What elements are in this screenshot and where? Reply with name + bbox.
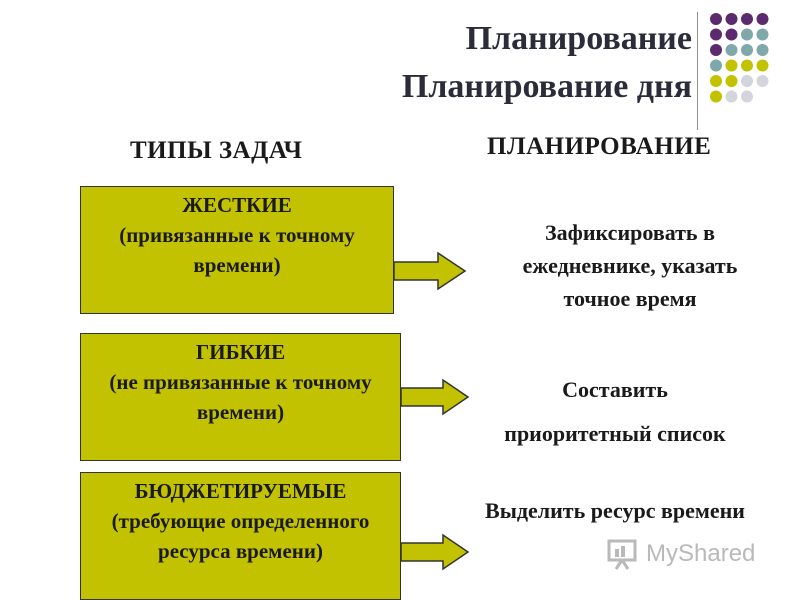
slide-title: Планирование <box>465 20 692 57</box>
planning-text-flexible: Составить приоритетный список <box>460 368 770 456</box>
decorative-dot <box>725 28 738 41</box>
watermark-text: MyShared <box>646 540 756 567</box>
planning-text-fixed: Зафиксировать в ежедневнике, указать точ… <box>480 216 780 315</box>
decorative-dot-grid <box>710 13 769 103</box>
column-header-task-types: ТИПЫ ЗАДАЧ <box>130 137 303 164</box>
decorative-dot <box>756 75 769 87</box>
task-type-desc: времени) <box>193 253 281 277</box>
task-type-title: ГИБКИЕ <box>195 340 286 364</box>
decorative-dot <box>756 44 769 56</box>
decorative-dot <box>710 90 722 103</box>
task-type-desc: ресурса времени) <box>158 539 323 563</box>
task-type-box-fixed: ЖЕСТКИЕ (привязанные к точному времени) <box>80 186 394 314</box>
right-arrow-icon <box>400 533 470 571</box>
task-type-desc: времени) <box>196 400 285 424</box>
planning-text-line: приоритетный список <box>504 421 726 446</box>
task-type-desc: (требующие определенного <box>111 509 370 533</box>
decorative-dot <box>741 13 753 25</box>
decorative-dot <box>756 13 769 25</box>
decorative-dot <box>741 44 753 56</box>
planning-text-budgeted: Выделить ресурс времени <box>440 494 790 527</box>
slide-subtitle: Планирование дня <box>401 68 692 105</box>
decorative-dot <box>741 75 753 87</box>
task-type-desc: (не привязанные к точному <box>109 370 372 394</box>
task-type-box-budgeted: БЮДЖЕТИРУЕМЫЕ (требующие определенного р… <box>80 472 401 600</box>
planning-text-line: Выделить ресурс времени <box>485 498 745 523</box>
planning-text-line: Составить <box>562 377 668 402</box>
decorative-dot <box>741 59 753 72</box>
planning-text-line: Зафиксировать в <box>545 220 715 245</box>
presentation-board-icon <box>607 539 637 570</box>
task-type-box-flexible: ГИБКИЕ (не привязанные к точному времени… <box>80 333 401 461</box>
planning-text-line: точное время <box>563 286 697 311</box>
planning-text-line: ежедневнике, указать <box>522 253 738 278</box>
decorative-dot <box>710 75 722 87</box>
decorative-dot <box>756 28 769 41</box>
decorative-dot <box>710 44 722 56</box>
watermark: MyShared <box>606 538 755 570</box>
decorative-dot <box>741 28 753 41</box>
header-divider <box>697 12 698 130</box>
task-type-title: БЮДЖЕТИРУЕМЫЕ <box>134 479 347 503</box>
decorative-dot <box>725 59 738 72</box>
decorative-dot <box>725 13 738 25</box>
decorative-dot <box>741 90 753 103</box>
decorative-dot <box>725 44 738 56</box>
decorative-dot <box>710 28 722 41</box>
decorative-dot <box>710 59 722 72</box>
right-arrow-icon <box>400 378 470 416</box>
decorative-dot <box>725 75 738 87</box>
column-header-planning: ПЛАНИРОВАНИЕ <box>487 133 712 160</box>
decorative-dot <box>756 59 769 72</box>
task-type-desc: (привязанные к точному <box>119 223 355 247</box>
decorative-dot <box>710 13 722 25</box>
decorative-dot <box>725 90 738 103</box>
right-arrow-icon <box>393 251 467 291</box>
task-type-title: ЖЕСТКИЕ <box>182 193 292 217</box>
